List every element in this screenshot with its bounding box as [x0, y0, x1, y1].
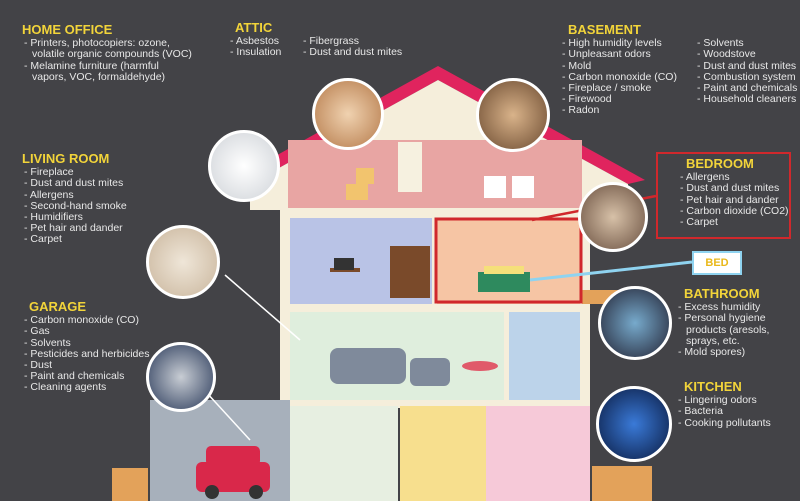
list-item: Paint and chemicals: [695, 82, 797, 94]
list-item: Combustion system: [695, 71, 797, 83]
section-title: GARAGE: [29, 299, 87, 314]
list-item: Excess humidity: [676, 301, 796, 313]
list-item: Dust and dust mites: [678, 183, 789, 194]
list-item: Pet hair and dander: [678, 194, 789, 206]
section-title: ATTIC: [235, 20, 273, 35]
list-item: Radon: [560, 105, 677, 116]
list-item: Gas: [22, 326, 150, 337]
list-item: Asbestos: [228, 35, 283, 47]
list-item: Melamine furniture (harmful vapors, VOC,…: [22, 60, 192, 83]
list-item: Pet hair and dander: [22, 223, 127, 234]
list-item: Humidifiers: [22, 211, 127, 223]
list-item: Carpet: [22, 234, 127, 245]
list-item: Dust: [22, 359, 150, 371]
list-item: Second-hand smoke: [22, 200, 126, 212]
basement-section: BASEMENT High humidity levelsUnpleasant …: [560, 22, 797, 117]
list-item: Unpleasant odors: [560, 49, 677, 60]
home-office-section: HOME OFFICE Printers, photocopiers: ozon…: [22, 22, 192, 83]
list-item: Paint and chemicals: [22, 371, 150, 382]
list-item: Lingering odors: [676, 394, 771, 406]
list-item: Woodstove: [695, 49, 797, 60]
list-item: Printers, photocopiers: ozone, volatile …: [22, 37, 192, 60]
attic-room: [288, 140, 582, 208]
bacteria-photo: [596, 386, 672, 462]
exhaust-photo: [146, 342, 216, 412]
list-item: Allergens: [22, 189, 127, 201]
hall-room: [400, 406, 486, 501]
list-item: Fireplace / smoke: [560, 82, 677, 94]
car: [196, 462, 270, 492]
bedroom-section: BEDROOM AllergensDust and dust mitesPet …: [656, 152, 791, 239]
list-item: Dust and dust mites: [22, 178, 127, 189]
section-title: BASEMENT: [568, 22, 641, 37]
cat-photo: [476, 78, 550, 152]
dust-mites-photo: [578, 182, 648, 252]
insulation-photo: [146, 225, 220, 299]
garage-section: GARAGE Carbon monoxide (CO)GasSolventsPe…: [22, 299, 150, 394]
list-item: Carbon dioxide (CO2): [678, 205, 789, 217]
section-title: BEDROOM: [686, 156, 754, 171]
kitchen-section: KITCHEN Lingering odorsBacteriaCooking p…: [676, 379, 771, 429]
bedroom-highlight: [434, 217, 583, 304]
bathroom-section: BATHROOM Excess humidityPersonal hygiene…: [676, 286, 796, 358]
list-item: Insulation: [228, 47, 283, 58]
list-item: Allergens: [678, 171, 789, 183]
section-title: KITCHEN: [684, 379, 742, 394]
list-item: Mold spores): [676, 346, 796, 358]
list-item: Household cleaners: [695, 94, 797, 105]
section-title: BATHROOM: [684, 286, 760, 301]
list-item: High humidity levels: [560, 37, 677, 49]
living-room-section: LIVING ROOM FireplaceDust and dust mites…: [22, 151, 127, 246]
list-item: Firewood: [560, 94, 677, 105]
list-item: Cooking pollutants: [676, 417, 770, 429]
list-item: Fireplace: [22, 166, 127, 178]
list-item: Dust and dust mites: [301, 47, 402, 58]
bed-label: BED: [692, 251, 742, 275]
list-item: Pesticides and herbicides: [22, 348, 149, 360]
list-item: Cleaning agents: [22, 382, 150, 393]
list-item: Dust and dust mites: [695, 60, 797, 72]
printer-photo: [208, 130, 280, 202]
list-item: Fibergrass: [301, 35, 402, 47]
kitchen-room: [290, 406, 398, 501]
downstairs-bathroom: [486, 406, 590, 501]
list-item: Carpet: [678, 216, 789, 228]
attic-insulation-photo: [312, 78, 384, 150]
list-item: Solvents: [22, 337, 150, 349]
list-item: Personal hygiene products (aresols, spra…: [676, 313, 796, 347]
section-title: HOME OFFICE: [22, 22, 113, 37]
spray-cans-photo: [598, 286, 672, 360]
section-title: LIVING ROOM: [22, 151, 110, 166]
list-item: Carbon monoxide (CO): [560, 71, 677, 83]
list-item: Solvents: [695, 37, 797, 49]
list-item: Carbon monoxide (CO): [22, 314, 150, 326]
fence: [112, 290, 652, 501]
list-item: Mold: [560, 60, 677, 72]
bathroom-room: [509, 312, 580, 400]
attic-section: ATTIC AsbestosInsulation FibergrassDust …: [228, 20, 402, 59]
bed-connector-line: [529, 260, 693, 282]
list-item: Bacteria: [676, 406, 771, 417]
